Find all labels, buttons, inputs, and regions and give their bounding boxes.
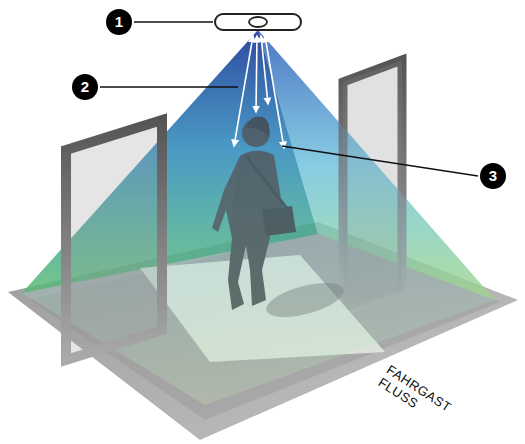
callout-number: 3 <box>480 163 506 189</box>
callout-number: 2 <box>72 74 98 100</box>
callout-number: 1 <box>106 9 132 35</box>
leader-line <box>100 22 478 176</box>
measurement-beam <box>234 36 284 148</box>
flow-direction-label: FAHRGAST FLUSS <box>376 362 463 433</box>
ceiling-sensor <box>215 14 301 30</box>
gate <box>66 120 162 360</box>
